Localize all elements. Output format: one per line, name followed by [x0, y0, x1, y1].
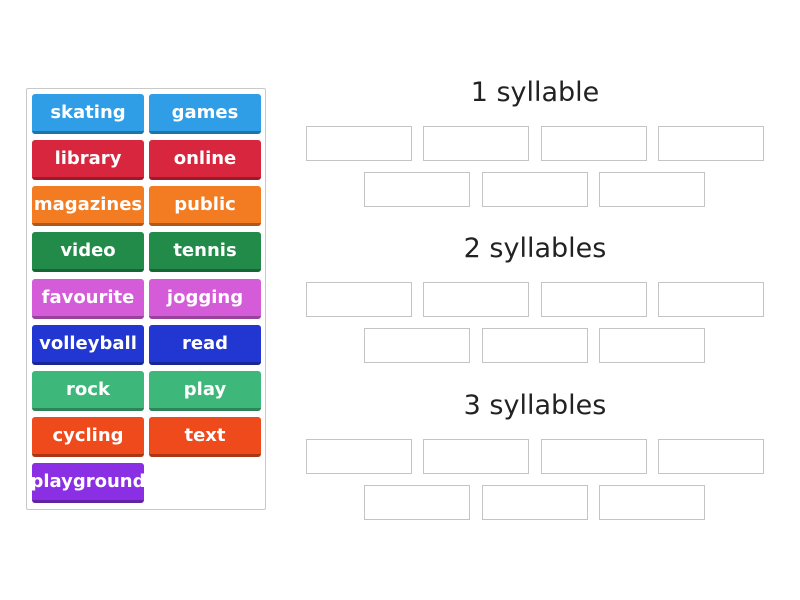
word-bank: skating games library online magazines p…	[26, 88, 266, 510]
word-tile-skating[interactable]: skating	[32, 94, 144, 134]
drop-slot[interactable]	[541, 439, 647, 474]
drop-slot[interactable]	[306, 439, 412, 474]
group-title-1-syllable: 1 syllable	[470, 77, 600, 108]
word-tile-jogging[interactable]: jogging	[149, 279, 261, 319]
drop-slot[interactable]	[541, 282, 647, 317]
word-tile-play[interactable]: play	[149, 371, 261, 411]
drop-slot[interactable]	[482, 328, 588, 363]
drop-slot[interactable]	[599, 172, 705, 207]
drop-slot[interactable]	[423, 439, 529, 474]
drop-slot[interactable]	[423, 282, 529, 317]
drop-slot[interactable]	[306, 282, 412, 317]
drop-slot[interactable]	[541, 126, 647, 161]
drop-slot[interactable]	[423, 126, 529, 161]
drop-slot[interactable]	[482, 172, 588, 207]
drop-slot[interactable]	[658, 439, 764, 474]
word-tile-playground[interactable]: playground	[30, 463, 146, 503]
drop-slot[interactable]	[306, 126, 412, 161]
word-tile-text[interactable]: text	[149, 417, 261, 457]
word-tile-read[interactable]: read	[149, 325, 261, 365]
word-tile-public[interactable]: public	[149, 186, 261, 226]
drop-slot[interactable]	[599, 485, 705, 520]
drop-slot[interactable]	[658, 282, 764, 317]
word-tile-volleyball[interactable]: volleyball	[32, 325, 144, 365]
drop-slot[interactable]	[364, 172, 470, 207]
word-tile-video[interactable]: video	[32, 232, 144, 272]
drop-slot[interactable]	[364, 485, 470, 520]
word-tile-tennis[interactable]: tennis	[149, 232, 261, 272]
drop-slot[interactable]	[658, 126, 764, 161]
group-title-2-syllables: 2 syllables	[463, 233, 607, 264]
word-tile-favourite[interactable]: favourite	[32, 279, 144, 319]
word-tile-library[interactable]: library	[32, 140, 144, 180]
word-tile-magazines[interactable]: magazines	[32, 186, 144, 226]
word-tile-rock[interactable]: rock	[32, 371, 144, 411]
drop-slot[interactable]	[364, 328, 470, 363]
drop-slot[interactable]	[482, 485, 588, 520]
word-tile-cycling[interactable]: cycling	[32, 417, 144, 457]
word-tile-online[interactable]: online	[149, 140, 261, 180]
drop-slot[interactable]	[599, 328, 705, 363]
group-title-3-syllables: 3 syllables	[463, 390, 607, 421]
word-tile-games[interactable]: games	[149, 94, 261, 134]
